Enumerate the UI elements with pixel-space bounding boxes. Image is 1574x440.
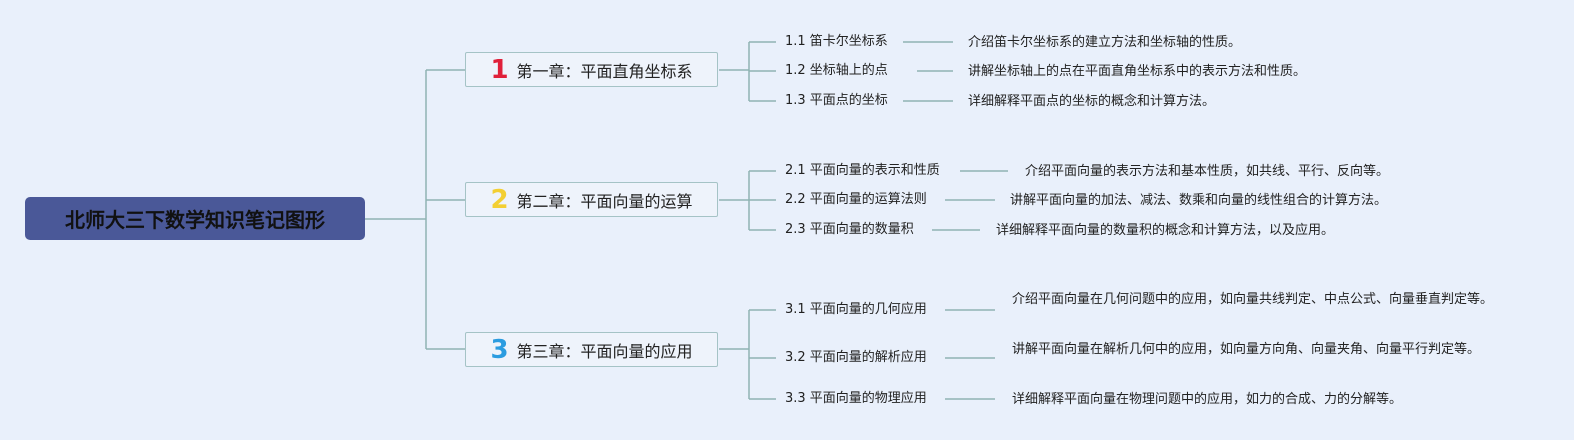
number-1-icon: 1 [490,54,509,85]
section-node[interactable]: 1.2 坐标轴上的点 [785,63,888,78]
root-node[interactable]: 北师大三下数学知识笔记图形 [25,197,365,240]
section-node[interactable]: 2.2 平面向量的运算法则 [785,192,927,207]
section-desc[interactable]: 介绍笛卡尔坐标系的建立方法和坐标轴的性质。 [968,35,1242,50]
section-node[interactable]: 2.1 平面向量的表示和性质 [785,163,940,178]
section-node[interactable]: 1.1 笛卡尔坐标系 [785,34,888,49]
section-desc[interactable]: 详细解释平面点的坐标的概念和计算方法。 [968,94,1216,109]
section-node[interactable]: 2.3 平面向量的数量积 [785,222,914,237]
section-node[interactable]: 1.3 平面点的坐标 [785,93,888,108]
section-desc[interactable]: 讲解平面向量的加法、减法、数乘和向量的线性组合的计算方法。 [1010,193,1388,208]
section-desc[interactable]: 介绍平面向量的表示方法和基本性质，如共线、平行、反向等。 [1025,164,1390,179]
section-node[interactable]: 3.1 平面向量的几何应用 [785,302,927,317]
number-2-icon: 2 [490,184,509,215]
chapter-3-node[interactable]: 3 第三章：平面向量的应用 [465,332,718,367]
root-title: 北师大三下数学知识笔记图形 [65,208,325,232]
section-node[interactable]: 3.3 平面向量的物理应用 [785,391,927,406]
chapter-title: 第一章：平面直角坐标系 [516,61,693,81]
chapter-2-node[interactable]: 2 第二章：平面向量的运算 [465,182,718,217]
section-desc[interactable]: 详细解释平面向量的数量积的概念和计算方法，以及应用。 [996,223,1335,238]
chapter-title: 第二章：平面向量的运算 [516,191,693,211]
number-3-icon: 3 [490,334,509,365]
section-desc[interactable]: 介绍平面向量在几何问题中的应用，如向量共线判定、中点公式、向量垂直判定等。 [1012,292,1494,307]
chapter-1-node[interactable]: 1 第一章：平面直角坐标系 [465,52,718,87]
section-desc[interactable]: 讲解平面向量在解析几何中的应用，如向量方向角、向量夹角、向量平行判定等。 [1012,342,1481,357]
section-desc[interactable]: 讲解坐标轴上的点在平面直角坐标系中的表示方法和性质。 [968,64,1307,79]
section-node[interactable]: 3.2 平面向量的解析应用 [785,350,927,365]
chapter-title: 第三章：平面向量的应用 [516,341,693,361]
section-desc[interactable]: 详细解释平面向量在物理问题中的应用，如力的合成、力的分解等。 [1012,392,1403,407]
